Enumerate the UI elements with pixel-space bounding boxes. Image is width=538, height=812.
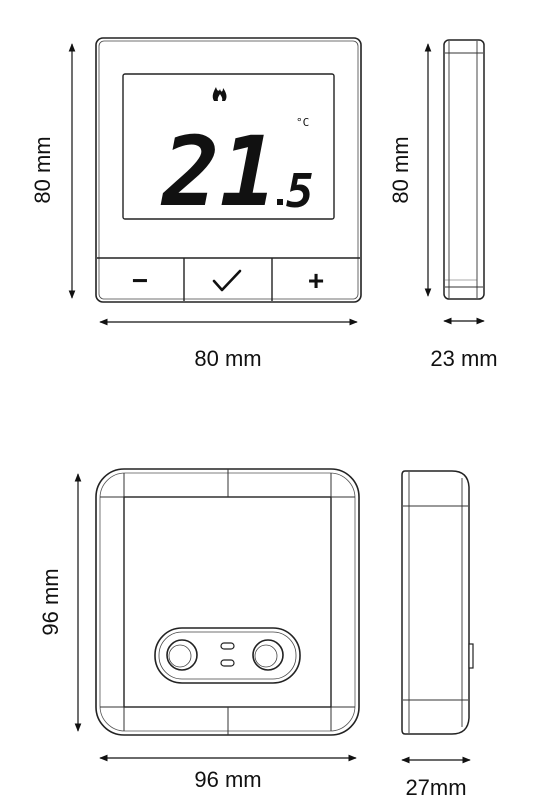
back-view-base-plate: [95, 468, 360, 736]
back-width-label: 96 mm: [194, 767, 261, 792]
front-view-thermostat: 21 5 °C − +: [95, 37, 362, 303]
plus-label: +: [308, 265, 324, 296]
mount-hole-right: [252, 639, 284, 671]
check-icon: [212, 269, 242, 292]
confirm-button[interactable]: [184, 258, 272, 301]
plus-button[interactable]: +: [272, 258, 360, 301]
front-height-label: 80 mm: [30, 136, 55, 203]
side-depth-label: 23 mm: [430, 346, 497, 371]
slot-top: [220, 642, 235, 650]
minus-label: −: [132, 265, 148, 296]
mount-hole-left: [166, 639, 198, 671]
flame-icon: [212, 87, 227, 101]
lcd-screen: [122, 73, 335, 220]
slot-bottom: [220, 659, 235, 667]
temperature-decimal: 5: [286, 164, 314, 218]
temperature-whole: 21: [160, 116, 277, 228]
temperature-unit: °C: [296, 116, 309, 129]
side-height-label: 80 mm: [388, 136, 413, 203]
minus-button[interactable]: −: [97, 258, 184, 301]
base-depth-label: 27mm: [405, 775, 466, 800]
side-clip: [468, 643, 474, 669]
decimal-point: [277, 199, 283, 205]
side-view-thermostat: [443, 39, 485, 300]
back-height-label: 96 mm: [38, 568, 63, 635]
side-view-base: [401, 470, 474, 735]
front-width-label: 80 mm: [194, 346, 261, 371]
